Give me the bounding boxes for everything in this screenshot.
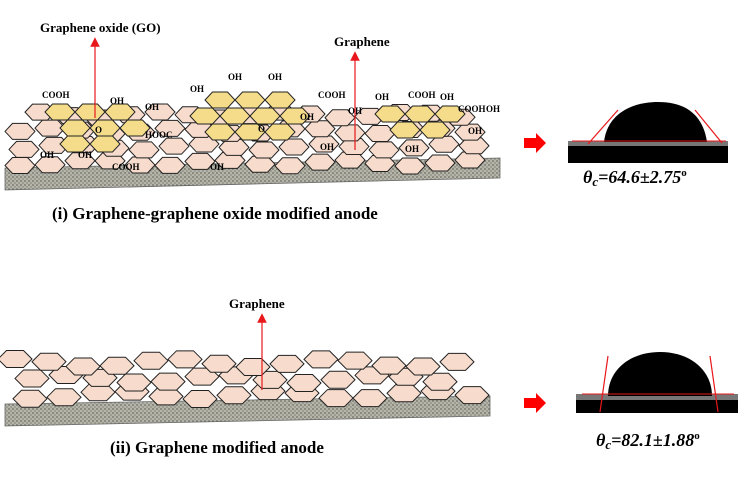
go-label: Graphene oxide (GO) [40, 20, 161, 35]
graphene-hexagon [154, 156, 186, 174]
graphene-hexagon [182, 389, 218, 408]
graphene-hexagon [94, 152, 126, 170]
graphene-hexagon [274, 157, 306, 175]
graphene-hexagon [184, 152, 216, 170]
graphene-hexagon [337, 351, 373, 370]
functional-group-label: COOH [318, 90, 346, 100]
graphene-hexagon [278, 138, 310, 156]
functional-group-label: OH [300, 112, 314, 122]
graphene-hexagon [428, 135, 460, 153]
graphene-hexagon [216, 386, 252, 405]
graphene-oxide-sheets [44, 91, 466, 153]
functional-group-label: COOH [112, 162, 140, 172]
graphene-hexagon [405, 357, 441, 376]
functional-group-label: OH [210, 162, 224, 172]
graphene-hexagon [424, 154, 456, 172]
graphene-hexagon [8, 140, 40, 158]
functional-group-label: OH [268, 72, 282, 82]
functional-group-label: HOOC [145, 130, 173, 140]
functional-group-label: OH [110, 96, 124, 106]
contact-angle-ii: θc=82.1±1.88o [596, 430, 700, 452]
graphene-hexagon [12, 389, 48, 408]
graphene-hexagon [454, 151, 486, 169]
functional-group-label: OH [78, 150, 92, 160]
functional-group-label: OH [468, 126, 482, 136]
graphene-oxide-hexagon [264, 91, 296, 109]
graphene-oxide-hexagon [204, 91, 236, 109]
graphene-hexagon [286, 373, 322, 392]
functional-group-label: OH [486, 104, 500, 114]
functional-group-label: COOH [458, 104, 486, 114]
graphene-hexagon [320, 370, 356, 389]
graphene-hexagon [167, 350, 203, 369]
graphene-oxide-hexagon [89, 135, 121, 153]
graphene-hexagon [14, 369, 50, 388]
functional-group-label: OH [375, 92, 389, 102]
graphene-hexagon [31, 352, 67, 371]
graphene-hexagon [248, 141, 280, 159]
graphene-hexagon [394, 157, 426, 175]
graphene-hexagon [150, 372, 186, 391]
functional-group-label: O [258, 124, 265, 134]
functional-group-label: OH [405, 144, 419, 154]
graphene-hexagon [158, 137, 190, 155]
right-arrow-icon [524, 133, 546, 153]
graphene-hexagon [201, 354, 237, 373]
functional-group-label: O [95, 125, 102, 135]
graphene-hexagon [398, 139, 430, 157]
functional-group-label: OH [440, 92, 454, 102]
graphene-hexagon [244, 155, 276, 173]
graphene-hexagon [128, 141, 160, 159]
functional-group-label: OH [320, 142, 334, 152]
caption-ii: (ii) Graphene modified anode [110, 438, 324, 457]
graphene-hexagon [304, 153, 336, 171]
graphene-hexagon [144, 103, 176, 121]
functional-group-label: OH [228, 72, 242, 82]
caption-i: (i) Graphene-graphene oxide modified ano… [52, 204, 378, 223]
graphene-hexagon [454, 386, 490, 405]
graphene-hexagon [34, 156, 66, 174]
graphene-oxide-hexagon [419, 121, 451, 139]
graphene-oxide-hexagon [119, 119, 151, 137]
contact-angle-i: θc=64.6±2.75o [583, 167, 687, 189]
graphene-hexagon [439, 352, 475, 371]
graphene-oxide-hexagon [234, 91, 266, 109]
panel-ii: Graphene (ii) Graphene modified anode θc… [0, 296, 738, 457]
graphene-hexagon [214, 151, 246, 169]
graphene-hexagon [334, 151, 366, 169]
graphene-label: Graphene [229, 296, 285, 311]
graphene-hexagon [303, 350, 339, 369]
graphene-layer-stack [0, 350, 490, 408]
graphene-hexagon [386, 384, 422, 403]
graphene-hexagon [352, 389, 388, 408]
functional-group-label: COOH [42, 90, 70, 100]
graphene-hexagon [371, 356, 407, 375]
graphene-hexagon [65, 357, 101, 376]
graphene-hexagon [46, 388, 82, 407]
functional-group-label: OH [145, 102, 159, 112]
graphene-hexagon [269, 354, 305, 373]
functional-group-label: OH [190, 84, 204, 94]
graphene-hexagon [99, 356, 135, 375]
contact-angle-droplet-ii [576, 352, 738, 413]
graphene-label: Graphene [334, 34, 390, 49]
graphene-oxide-hexagon [264, 123, 296, 141]
graphene-hexagon [4, 122, 36, 140]
graphene-hexagon [364, 125, 396, 143]
functional-group-label: OH [40, 150, 54, 160]
graphene-hexagon [364, 154, 396, 172]
right-arrow-icon [524, 393, 546, 413]
functional-group-label: COOH [408, 90, 436, 100]
graphene-hexagon [133, 351, 169, 370]
graphene-hexagon [0, 350, 33, 369]
contact-angle-droplet-i [568, 102, 728, 163]
